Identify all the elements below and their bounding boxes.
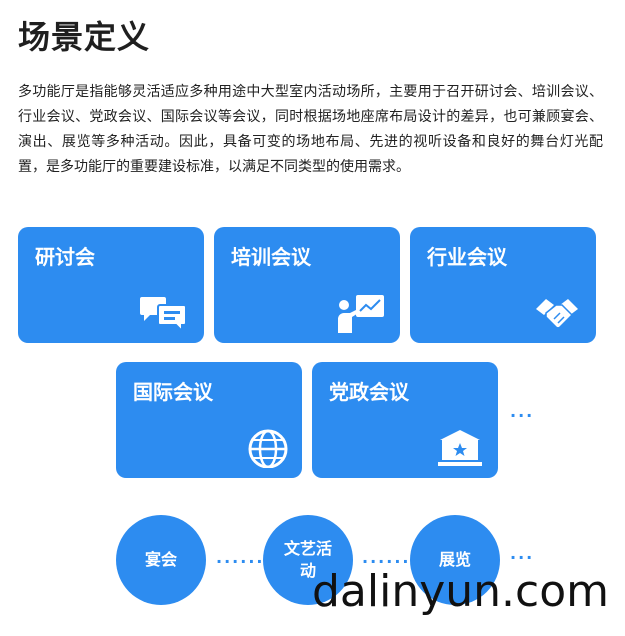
- handshake-icon: [536, 299, 578, 329]
- card-label: 培训会议: [231, 245, 311, 269]
- activity-label: 展览: [438, 550, 471, 569]
- presentation-icon: [338, 295, 384, 333]
- page-title: 场景定义: [18, 18, 151, 56]
- connector-dots: ······: [216, 552, 265, 571]
- card-label: 行业会议: [427, 245, 507, 269]
- government-building-icon: [438, 430, 482, 466]
- activity-label: 宴会: [144, 550, 177, 569]
- activity-exhibition: 展览: [410, 515, 500, 605]
- card-international: 国际会议: [116, 362, 302, 478]
- more-indicator: ···: [510, 406, 535, 425]
- activity-performance: 文艺活动: [263, 515, 353, 605]
- intro-paragraph: 多功能厅是指能够灵活适应多种用途中大型室内活动场所，主要用于召开研讨会、培训会议…: [18, 84, 603, 175]
- card-seminar: 研讨会: [18, 227, 204, 343]
- watermark: dalinyun.com: [312, 566, 609, 617]
- activities-more-indicator: ···: [510, 548, 535, 567]
- card-government: 党政会议: [312, 362, 498, 478]
- card-label: 党政会议: [329, 380, 409, 404]
- chat-bubbles-icon: [140, 297, 187, 333]
- activity-label: 文艺活动: [283, 539, 332, 580]
- card-training: 培训会议: [214, 227, 400, 343]
- card-industry: 行业会议: [410, 227, 596, 343]
- card-label: 研讨会: [35, 245, 95, 269]
- card-label: 国际会议: [133, 380, 213, 404]
- globe-icon: [248, 429, 288, 468]
- activity-banquet: 宴会: [116, 515, 206, 605]
- connector-dots: ······: [362, 552, 411, 571]
